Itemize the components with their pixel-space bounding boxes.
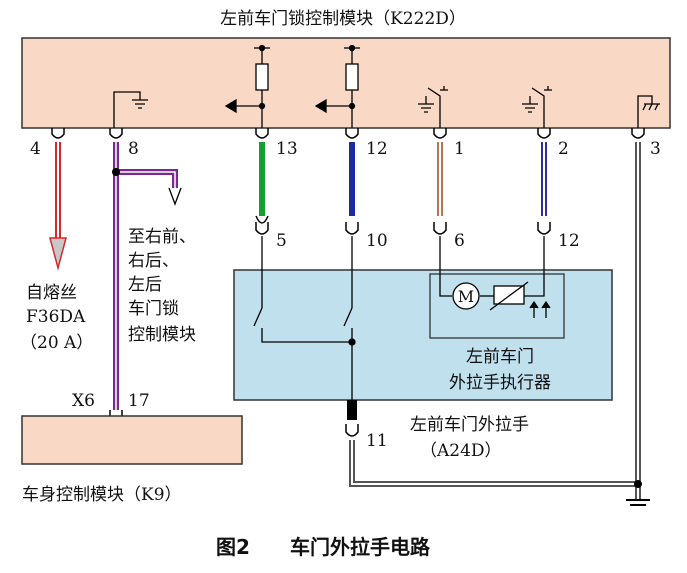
pin-label: 12 <box>558 231 580 251</box>
connector-row-handle <box>255 215 551 235</box>
switch-to-ground-2 <box>522 86 552 128</box>
k9-module-box <box>21 415 243 465</box>
note-line: 控制模块 <box>128 325 196 345</box>
handle-code: （A24D） <box>420 441 502 461</box>
pull-up-resistor-13 <box>224 44 270 128</box>
handle-title: 左前车门外拉手 <box>410 415 529 435</box>
note-line: 至右前、 <box>128 227 196 247</box>
switch-to-ground-1 <box>418 86 448 128</box>
wire-pin11-ground <box>345 400 650 506</box>
motor-icon: M <box>458 287 474 306</box>
actuator-box <box>429 273 565 339</box>
pin-label: 6 <box>454 231 465 251</box>
pin-label: 13 <box>276 139 298 159</box>
wire-red-pin4 <box>49 142 67 271</box>
pin-label: 1 <box>454 139 465 159</box>
pin-label: 10 <box>366 231 388 251</box>
pin-label: 5 <box>276 231 287 251</box>
k9-pin-label: X6 <box>72 391 95 411</box>
pin-label: 8 <box>128 139 139 159</box>
handle-internal-switches <box>253 236 356 404</box>
fuse-id: F36DA <box>26 307 86 327</box>
pin-label: 2 <box>558 139 569 159</box>
pin-label: 11 <box>366 431 388 451</box>
pin-label: 12 <box>366 139 388 159</box>
note-line: 车门锁 <box>128 299 179 319</box>
fuse-rating: （20 A） <box>20 333 93 353</box>
figure-number: 图2 <box>216 535 250 559</box>
wire-purple-pin8 <box>112 142 182 410</box>
k222d-title: 左前车门锁控制模块（K222D） <box>220 9 466 29</box>
pull-up-resistor-12 <box>314 44 360 128</box>
actuator-label-1: 左前车门 <box>466 347 534 367</box>
ground-symbol-internal <box>113 91 148 128</box>
connector-row-top <box>51 128 645 139</box>
fuse-label: 自熔丝 <box>26 283 77 303</box>
note-line: 右后、 <box>128 251 179 271</box>
note-line: 左后 <box>128 275 162 295</box>
actuator-label-2: 外拉手执行器 <box>449 373 551 393</box>
k9-pin-label: 17 <box>128 391 150 411</box>
pin-label: 3 <box>650 139 661 159</box>
k9-title: 车身控制模块（K9） <box>22 485 182 505</box>
figure-title: 车门外拉手电路 <box>290 535 431 559</box>
chassis-ground-3 <box>637 95 660 128</box>
actuator-internals <box>439 236 551 318</box>
pin-label: 4 <box>30 139 41 159</box>
